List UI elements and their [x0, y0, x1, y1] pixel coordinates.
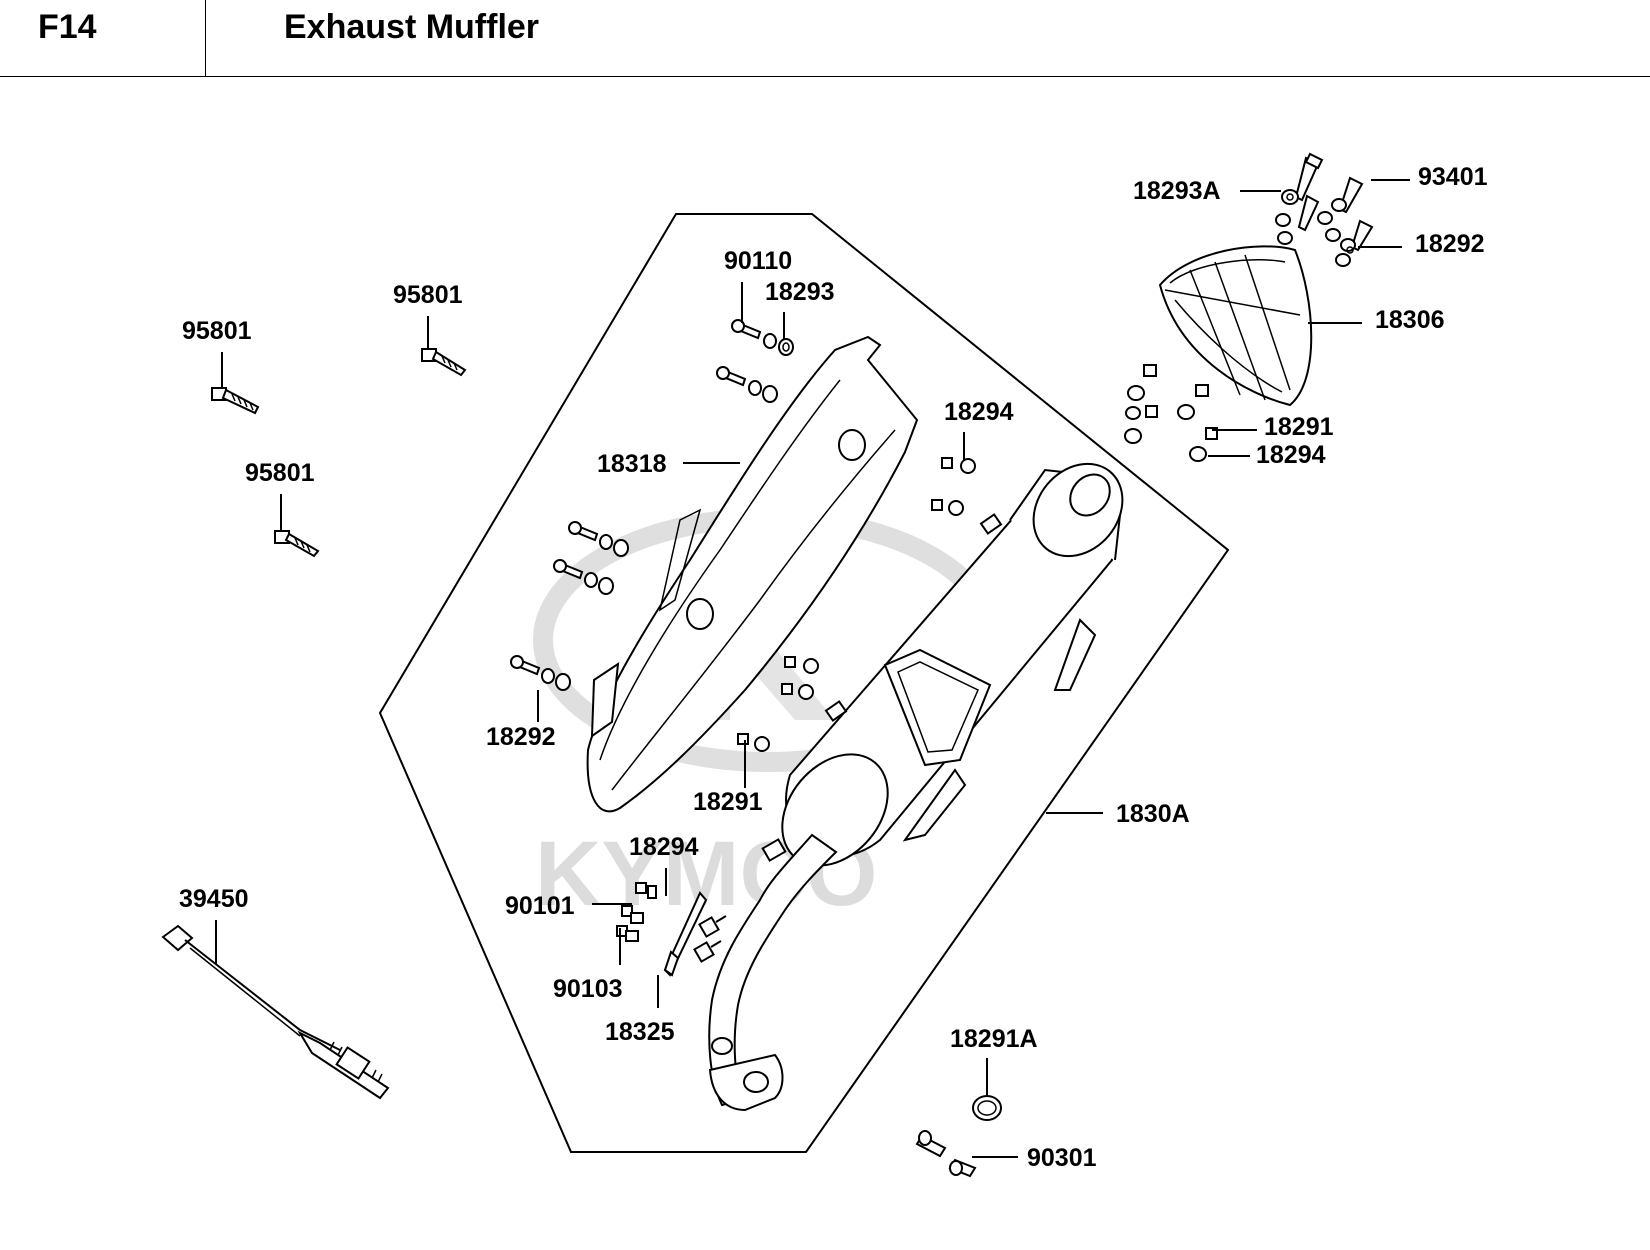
callout-18294-bracket: 18294 — [629, 833, 699, 861]
bracket-18325 — [663, 891, 727, 977]
callout-18293: 18293 — [765, 278, 835, 306]
callout-18325: 18325 — [605, 1018, 675, 1046]
page-header: F14 Exhaust Muffler — [0, 0, 1650, 77]
fasteners-bracket — [616, 882, 657, 942]
callout-18292-right: 18292 — [1415, 230, 1485, 258]
diagram-code: F14 — [38, 8, 97, 46]
muffler-1830A — [708, 462, 1124, 1112]
callout-18294-mid: 18294 — [944, 398, 1014, 426]
assembly-boundary — [378, 213, 1230, 1153]
callout-95801-b: 95801 — [393, 281, 463, 309]
callout-18291A: 18291A — [950, 1025, 1038, 1053]
diagram-title: Exhaust Muffler — [284, 8, 540, 46]
callout-18293A: 18293A — [1133, 177, 1221, 205]
fasteners-shield-left — [510, 521, 629, 691]
end-cap-18306 — [1158, 245, 1313, 407]
gasket-and-studs — [915, 1095, 1002, 1178]
callout-95801-c: 95801 — [245, 459, 315, 487]
callout-95801-a: 95801 — [182, 317, 252, 345]
callout-90301: 90301 — [1027, 1144, 1097, 1172]
callout-39450: 39450 — [179, 885, 249, 913]
callout-90101: 90101 — [505, 892, 575, 920]
callout-1830A: 1830A — [1116, 800, 1190, 828]
callout-18291-mid: 18291 — [693, 788, 763, 816]
bolt-95801-a — [211, 387, 260, 415]
header-divider — [205, 0, 206, 76]
fasteners-shield-top — [716, 319, 794, 403]
fasteners-muffler-mid — [737, 457, 976, 752]
callout-18294-right: 18294 — [1256, 441, 1326, 469]
fasteners-endcap — [1275, 152, 1374, 267]
bolt-95801-b — [421, 348, 467, 377]
oxygen-sensor-39450 — [161, 924, 390, 1100]
callout-18318: 18318 — [597, 450, 667, 478]
bolt-95801-c — [274, 530, 320, 558]
callout-18306: 18306 — [1375, 306, 1445, 334]
leader-lines — [215, 179, 1410, 1158]
callout-18292-left: 18292 — [486, 723, 556, 751]
callout-90110: 90110 — [724, 247, 792, 275]
callout-18291-right: 18291 — [1264, 413, 1334, 441]
fasteners-endcap-lower — [1124, 364, 1218, 462]
callout-90103: 90103 — [553, 975, 623, 1003]
heat-shield-18318 — [586, 335, 919, 813]
callout-93401: 93401 — [1418, 163, 1488, 191]
